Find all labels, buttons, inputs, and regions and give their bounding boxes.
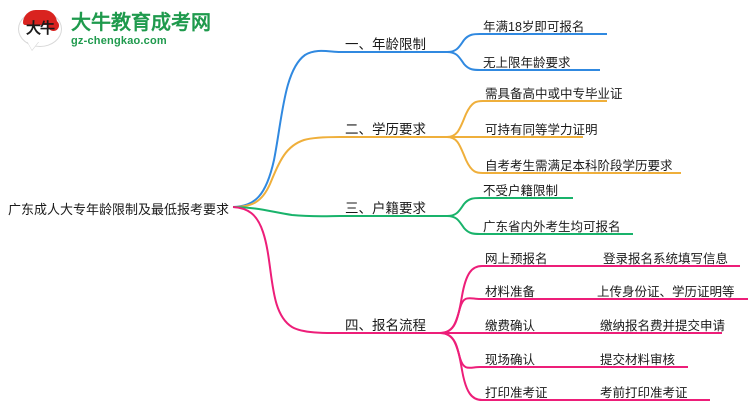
- branch-label-4[interactable]: 四、报名流程: [345, 318, 426, 333]
- site-logo: 大牛 大牛教育成考网 gz-chengkao.com: [18, 8, 211, 52]
- leaf-4-2[interactable]: 材料准备: [485, 285, 536, 299]
- logo-mark-icon: 大牛: [18, 8, 64, 52]
- leaf-2-3[interactable]: 自考考生需满足本科阶段学历要求: [485, 159, 673, 173]
- leaf-1-2[interactable]: 无上限年龄要求: [483, 56, 571, 70]
- mindmap-root-node[interactable]: 广东成人大专年龄限制及最低报考要求: [8, 202, 230, 217]
- branch-label-1[interactable]: 一、年龄限制: [345, 37, 426, 52]
- leaf-4-1[interactable]: 网上预报名: [485, 252, 548, 266]
- logo-mark-text: 大牛: [25, 20, 55, 37]
- leaf-4-4[interactable]: 现场确认: [485, 353, 536, 367]
- wire-branch3-child1: [446, 197, 573, 217]
- logo-red-dot-shape: [48, 20, 59, 31]
- leaf-3-1[interactable]: 不受户籍限制: [483, 184, 559, 198]
- leaf-4-3-1[interactable]: 缴纳报名费并提交申请: [600, 319, 726, 333]
- leaf-4-4-1[interactable]: 提交材料审核: [600, 353, 676, 367]
- logo-subtitle: gz-chengkao.com: [71, 35, 167, 47]
- logo-bubble-tail: [27, 41, 39, 50]
- branch-label-3[interactable]: 三、户籍要求: [345, 201, 426, 216]
- leaf-2-1[interactable]: 需具备高中或中专毕业证: [485, 87, 623, 101]
- leaf-4-3[interactable]: 缴费确认: [485, 319, 536, 333]
- wire-branch1-child1: [446, 33, 607, 53]
- leaf-4-5-1[interactable]: 考前打印准考证: [600, 386, 688, 400]
- leaf-4-1-1[interactable]: 登录报名系统填写信息: [603, 252, 729, 266]
- logo-text-block: 大牛教育成考网 gz-chengkao.com: [71, 13, 211, 47]
- branch-label-2[interactable]: 二、学历要求: [345, 122, 426, 137]
- leaf-4-5[interactable]: 打印准考证: [485, 386, 548, 400]
- leaf-3-2[interactable]: 广东省内外考生均可报名: [483, 220, 621, 234]
- leaf-1-1[interactable]: 年满18岁即可报名: [483, 20, 585, 34]
- logo-title: 大牛教育成考网: [71, 12, 211, 34]
- leaf-2-2[interactable]: 可持有同等学力证明: [485, 123, 598, 137]
- leaf-4-2-1[interactable]: 上传身份证、学历证明等: [597, 285, 735, 299]
